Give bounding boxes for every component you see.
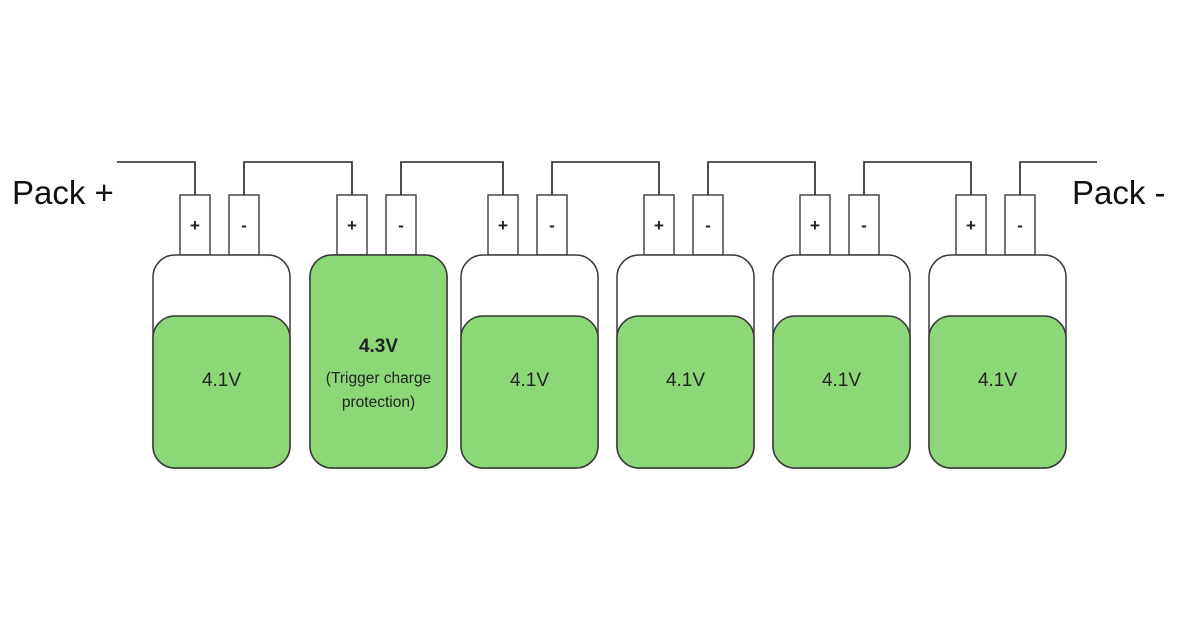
negative-sign: - — [549, 216, 555, 235]
charge-level-fill — [928, 315, 1067, 469]
positive-sign: + — [654, 216, 664, 235]
negative-terminal — [228, 194, 260, 256]
positive-sign: + — [966, 216, 976, 235]
negative-sign: - — [1017, 216, 1023, 235]
series-link-wire — [551, 161, 660, 195]
positive-terminal — [336, 194, 368, 256]
charge-level-fill — [152, 315, 291, 469]
series-link-wire — [243, 161, 353, 195]
protection-note-line-2: protection) — [342, 394, 415, 411]
series-link-wire — [863, 161, 972, 195]
negative-sign: - — [398, 216, 404, 235]
negative-sign: - — [241, 216, 247, 235]
positive-terminal — [955, 194, 987, 256]
pack-positive-wire — [117, 161, 196, 195]
positive-sign: + — [810, 216, 820, 235]
pack-negative-label: Pack - — [1072, 174, 1166, 211]
battery-cell: + - 4.1V — [460, 194, 599, 469]
battery-cell: + - 4.1V — [772, 194, 911, 469]
series-link-wire — [707, 161, 816, 195]
negative-sign: - — [705, 216, 711, 235]
charge-level-fill — [460, 315, 599, 469]
cell-voltage-label: 4.1V — [202, 370, 241, 391]
pack-negative-wire — [1019, 161, 1097, 195]
series-link-wire — [400, 161, 504, 195]
cell-voltage-label: 4.1V — [978, 370, 1017, 391]
positive-terminal — [799, 194, 831, 256]
positive-terminal — [643, 194, 675, 256]
battery-cell: + - 4.1V — [152, 194, 291, 469]
battery-cells: + - 4.1V + - 4.3V (Trigger charge protection) + -… — [152, 194, 1067, 469]
positive-sign: + — [190, 216, 200, 235]
pack-positive-label: Pack + — [12, 174, 114, 211]
series-wiring — [117, 161, 1097, 195]
cell-voltage-label: 4.1V — [822, 370, 861, 391]
protection-note-line-1: (Trigger charge — [326, 370, 431, 387]
negative-terminal — [1004, 194, 1036, 256]
charge-level-fill — [616, 315, 755, 469]
positive-sign: + — [498, 216, 508, 235]
negative-terminal — [536, 194, 568, 256]
battery-cell: + - 4.1V — [928, 194, 1067, 469]
charge-level-fill — [772, 315, 911, 469]
battery-cell: + - 4.3V (Trigger charge protection) — [309, 194, 448, 469]
cell-voltage-label: 4.1V — [510, 370, 549, 391]
battery-cell: + - 4.1V — [616, 194, 755, 469]
positive-sign: + — [347, 216, 357, 235]
cell-voltage-label: 4.1V — [666, 370, 705, 391]
cell-voltage-label: 4.3V — [359, 336, 398, 357]
charge-level-fill — [309, 254, 448, 469]
negative-sign: - — [861, 216, 867, 235]
positive-terminal — [487, 194, 519, 256]
